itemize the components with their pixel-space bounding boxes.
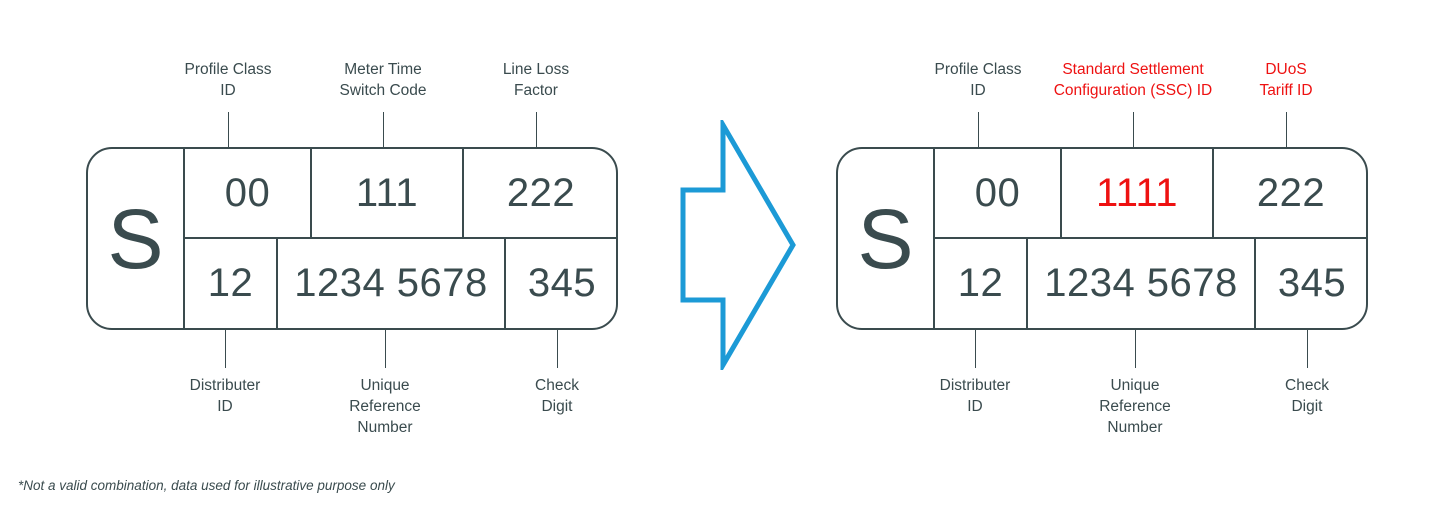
mpan-bottom-row: 12 1234 5678 345 — [933, 238, 1368, 328]
cell-ssc-id: 1111 — [1060, 149, 1212, 239]
transition-arrow — [668, 115, 808, 375]
callout-label-bottom-2: Unique Reference Number — [1099, 377, 1171, 436]
callout-tick-bottom-3 — [1307, 330, 1308, 368]
cell-distributer-id: 12 — [933, 238, 1026, 328]
callout-tick-top-2 — [383, 112, 384, 147]
callout-label-bottom-3: Check Digit — [1285, 377, 1329, 415]
callout-label-bottom-1: Distributer ID — [189, 377, 261, 415]
cell-distributer-id: 12 — [183, 238, 276, 328]
mpan-prefix-s: S — [107, 191, 164, 286]
mpan-cell-grid: 00 111 222 12 1234 5678 345 — [183, 149, 618, 328]
callout-label-bottom-3: Check Digit — [535, 377, 579, 415]
cell-line-loss-factor: 222 — [462, 149, 618, 239]
callout-label-top-3: Line Loss Factor — [502, 61, 570, 99]
cell-profile-class-id: 00 — [933, 149, 1060, 239]
cell-unique-reference-number: 1234 5678 — [1026, 238, 1254, 328]
callout-label-top-3: DUoS Tariff ID — [1259, 61, 1313, 99]
callout-tick-top-1 — [228, 112, 229, 147]
callout-tick-top-3 — [1286, 112, 1287, 147]
cell-unique-reference-number: 1234 5678 — [276, 238, 504, 328]
mpan-top-row: 00 111 222 — [183, 149, 618, 239]
arrow-right-outline-icon — [680, 115, 796, 375]
cell-duos-tariff-id: 222 — [1212, 149, 1368, 239]
callout-label-bottom-2: Unique Reference Number — [349, 377, 421, 436]
callout-tick-top-2 — [1133, 112, 1134, 147]
callout-tick-top-3 — [536, 112, 537, 147]
callout-label-bottom-1: Distributer ID — [939, 377, 1011, 415]
callout-tick-bottom-3 — [557, 330, 558, 368]
mpan-bottom-row: 12 1234 5678 345 — [183, 238, 618, 328]
callout-tick-bottom-1 — [975, 330, 976, 368]
callout-label-top-1: Profile Class ID — [934, 61, 1022, 99]
mpan-box: S 00 111 222 12 1234 5678 345 — [86, 147, 618, 330]
mpan-box: S 00 1111 222 12 1234 5678 345 — [836, 147, 1368, 330]
callout-tick-bottom-2 — [1135, 330, 1136, 368]
callout-tick-bottom-2 — [385, 330, 386, 368]
mpan-diagram-before: Profile Class ID Meter Time Switch Code … — [0, 0, 700, 470]
cell-meter-time-switch-code: 111 — [310, 149, 462, 239]
mpan-cell-grid: 00 1111 222 12 1234 5678 345 — [933, 149, 1368, 328]
mpan-prefix-s: S — [857, 191, 914, 286]
mpan-diagram-after: Profile Class ID Standard Settlement Con… — [750, 0, 1431, 470]
callout-tick-top-1 — [978, 112, 979, 147]
callout-tick-bottom-1 — [225, 330, 226, 368]
callout-label-top-2: Meter Time Switch Code — [339, 61, 427, 99]
callout-label-top-2: Standard Settlement Configuration (SSC) … — [1053, 61, 1213, 99]
cell-profile-class-id: 00 — [183, 149, 310, 239]
cell-check-digit: 345 — [504, 238, 618, 328]
footnote-disclaimer: *Not a valid combination, data used for … — [18, 478, 395, 493]
callout-label-top-1: Profile Class ID — [184, 61, 272, 99]
cell-check-digit: 345 — [1254, 238, 1368, 328]
mpan-top-row: 00 1111 222 — [933, 149, 1368, 239]
